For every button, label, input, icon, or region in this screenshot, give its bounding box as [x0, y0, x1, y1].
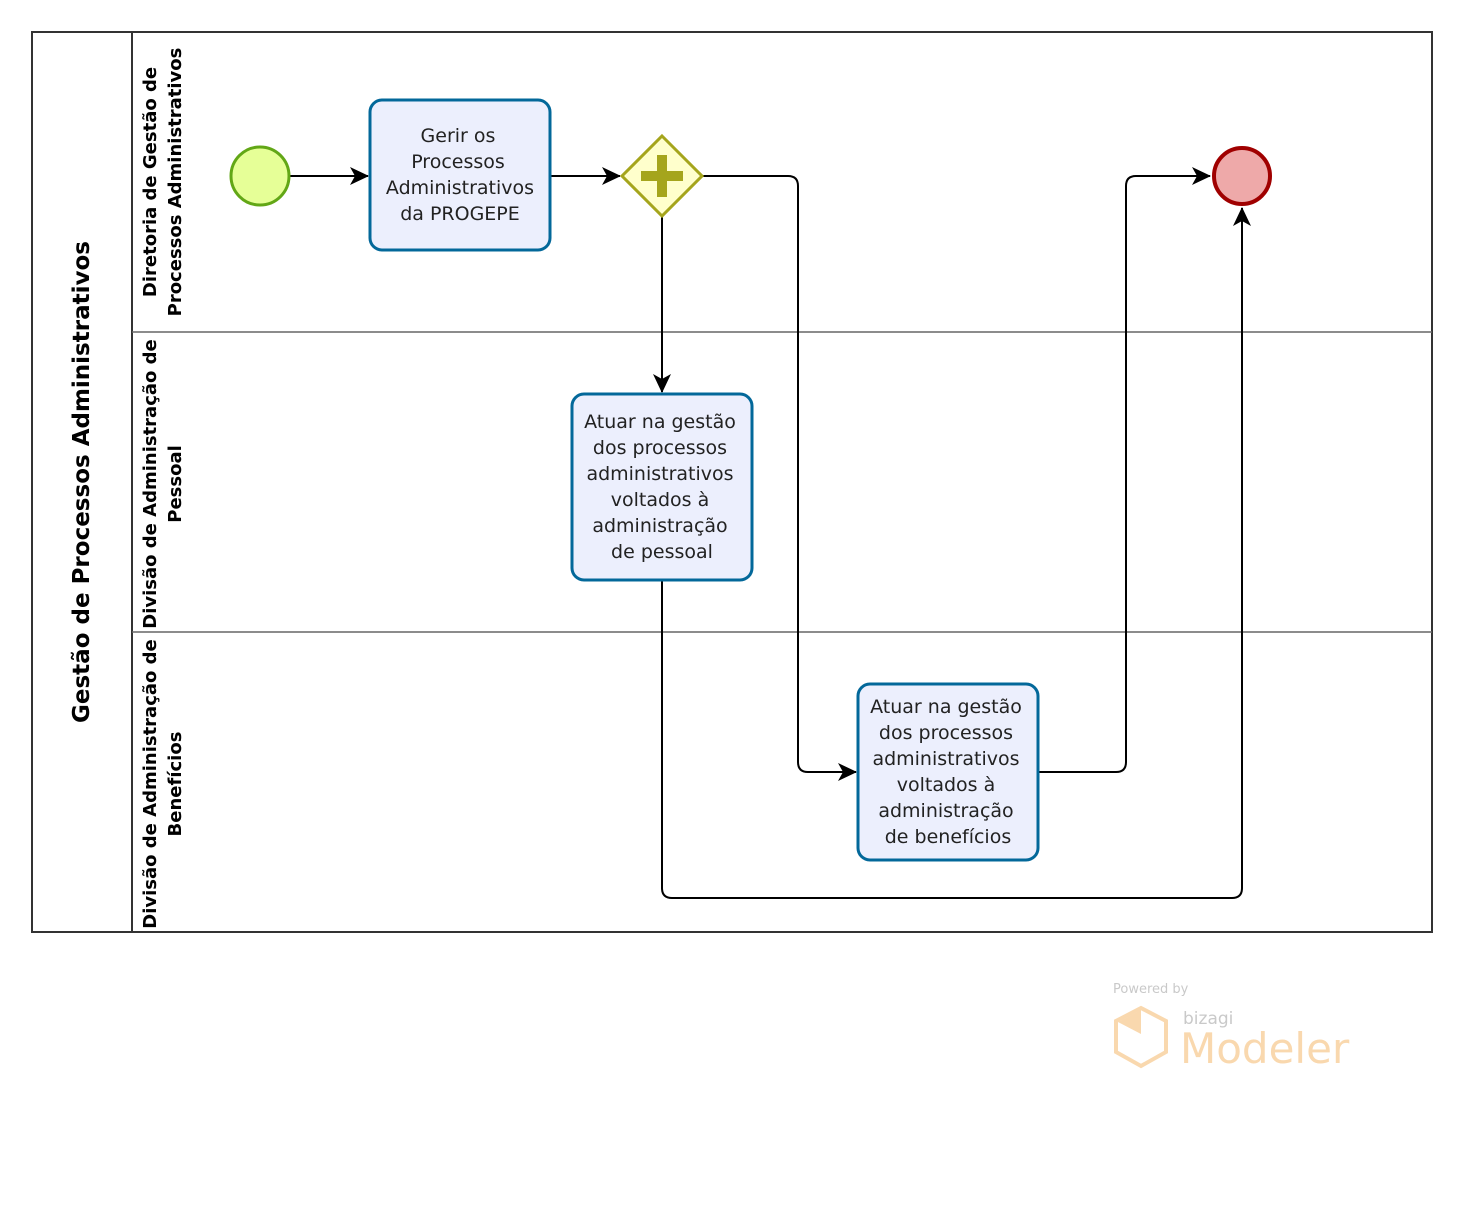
end-event[interactable] [1212, 146, 1272, 206]
svg-text:administrativos: administrativos [872, 748, 1019, 770]
bizagi-watermark: Powered by bizagi Modeler [1113, 982, 1350, 1073]
svg-text:Modeler: Modeler [1180, 1024, 1350, 1073]
start-event[interactable] [229, 145, 291, 207]
svg-text:de benefícios: de benefícios [885, 826, 1012, 848]
lane-label-beneficios: Divisão de Administração de Benefícios [140, 639, 186, 928]
svg-text:dos processos: dos processos [879, 722, 1013, 744]
svg-text:Gerir os: Gerir os [421, 125, 496, 147]
svg-text:voltados à: voltados à [611, 489, 710, 511]
bizagi-logo-icon [1114, 1005, 1168, 1069]
svg-text:Atuar na gestão: Atuar na gestão [870, 696, 1022, 718]
flow-task2-to-end [661, 207, 1251, 899]
lane-label-diretoria: Diretoria de Gestão de Processos Adminis… [140, 48, 186, 317]
svg-text:Diretoria de Gestão de: Diretoria de Gestão de [140, 67, 161, 297]
parallel-gateway[interactable] [619, 133, 705, 219]
svg-text:Atuar na gestão: Atuar na gestão [584, 411, 736, 433]
svg-text:de pessoal: de pessoal [611, 541, 713, 563]
svg-text:Benefícios: Benefícios [165, 732, 186, 837]
svg-text:administração: administração [592, 515, 727, 537]
pool-title: Gestão de Processos Administrativos [69, 241, 95, 723]
svg-text:dos processos: dos processos [593, 437, 727, 459]
task-gestao-beneficios[interactable]: Atuar na gestão dos processos administra… [856, 682, 1040, 862]
svg-text:Pessoal: Pessoal [165, 445, 186, 523]
task-gerir-processos[interactable]: Gerir os Processos Administrativos da PR… [368, 98, 552, 252]
svg-text:administrativos: administrativos [586, 463, 733, 485]
svg-text:Administrativos: Administrativos [386, 177, 534, 199]
svg-text:Divisão de Administração de: Divisão de Administração de [140, 339, 161, 628]
svg-text:bizagi: bizagi [1183, 1009, 1233, 1029]
svg-text:Powered by: Powered by [1113, 982, 1189, 997]
svg-text:administração: administração [878, 800, 1013, 822]
task-gestao-pessoal[interactable]: Atuar na gestão dos processos administra… [570, 392, 754, 582]
flow-task3-to-end [1038, 167, 1211, 773]
svg-text:Processos: Processos [411, 151, 505, 173]
svg-text:da PROGEPE: da PROGEPE [400, 203, 520, 225]
plus-icon [641, 155, 683, 197]
lane-label-pessoal: Divisão de Administração de Pessoal [140, 339, 186, 628]
flow-gateway-to-task3 [702, 175, 857, 781]
svg-text:Processos Administrativos: Processos Administrativos [165, 48, 186, 317]
svg-text:voltados à: voltados à [897, 774, 996, 796]
svg-text:Divisão de Administração de: Divisão de Administração de [140, 639, 161, 928]
